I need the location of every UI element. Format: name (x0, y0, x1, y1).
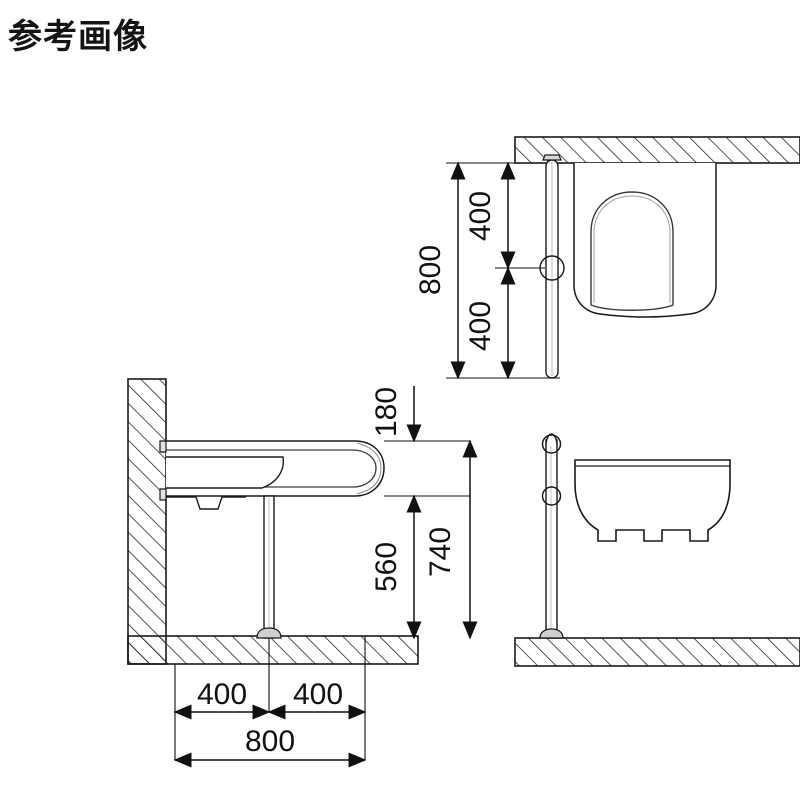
side-dim-560: 560 (370, 494, 470, 640)
side-dim-400-left: 400 (173, 678, 271, 720)
side-dim-740-label: 740 (424, 527, 457, 577)
plan-dim-800: 800 (414, 161, 466, 380)
plan-view-group: 800 400 400 (414, 136, 800, 380)
side-dim-740: 740 (424, 439, 478, 640)
plan-dim-400-lower: 400 (464, 266, 516, 380)
side-dim-400-right: 400 (267, 678, 367, 720)
plan-slab (514, 136, 800, 164)
side-support-post (256, 495, 282, 639)
side-dim-400-right-label: 400 (293, 678, 343, 711)
plan-dim-400-upper-label: 400 (464, 191, 497, 241)
side-bottom-dimension-group: 400 400 800 (173, 636, 367, 768)
page-title: 参考画像 (8, 17, 148, 57)
front-elevation-group (514, 433, 800, 667)
side-elevation-group: 180 560 740 400 (127, 378, 478, 768)
side-dim-800-total-label: 800 (245, 725, 295, 758)
side-dim-560-label: 560 (370, 542, 403, 592)
plan-basin (573, 163, 717, 318)
side-dim-800-total: 800 (173, 725, 367, 768)
plan-grab-bar (539, 154, 565, 379)
plan-dim-400-upper: 400 (464, 161, 516, 270)
front-basin (574, 459, 731, 542)
side-dim-180-label: 180 (370, 387, 403, 437)
plan-dimension-group: 800 400 400 (414, 161, 560, 380)
plan-dim-400-lower-label: 400 (464, 301, 497, 351)
side-dim-180: 180 (370, 386, 470, 443)
plan-dim-800-label: 800 (414, 245, 447, 295)
side-basin (159, 440, 385, 510)
side-dim-400-left-label: 400 (197, 678, 247, 711)
front-floor-slab (514, 637, 800, 667)
side-floor (127, 635, 419, 665)
side-wall (127, 378, 167, 665)
front-grab-bar (539, 433, 564, 639)
